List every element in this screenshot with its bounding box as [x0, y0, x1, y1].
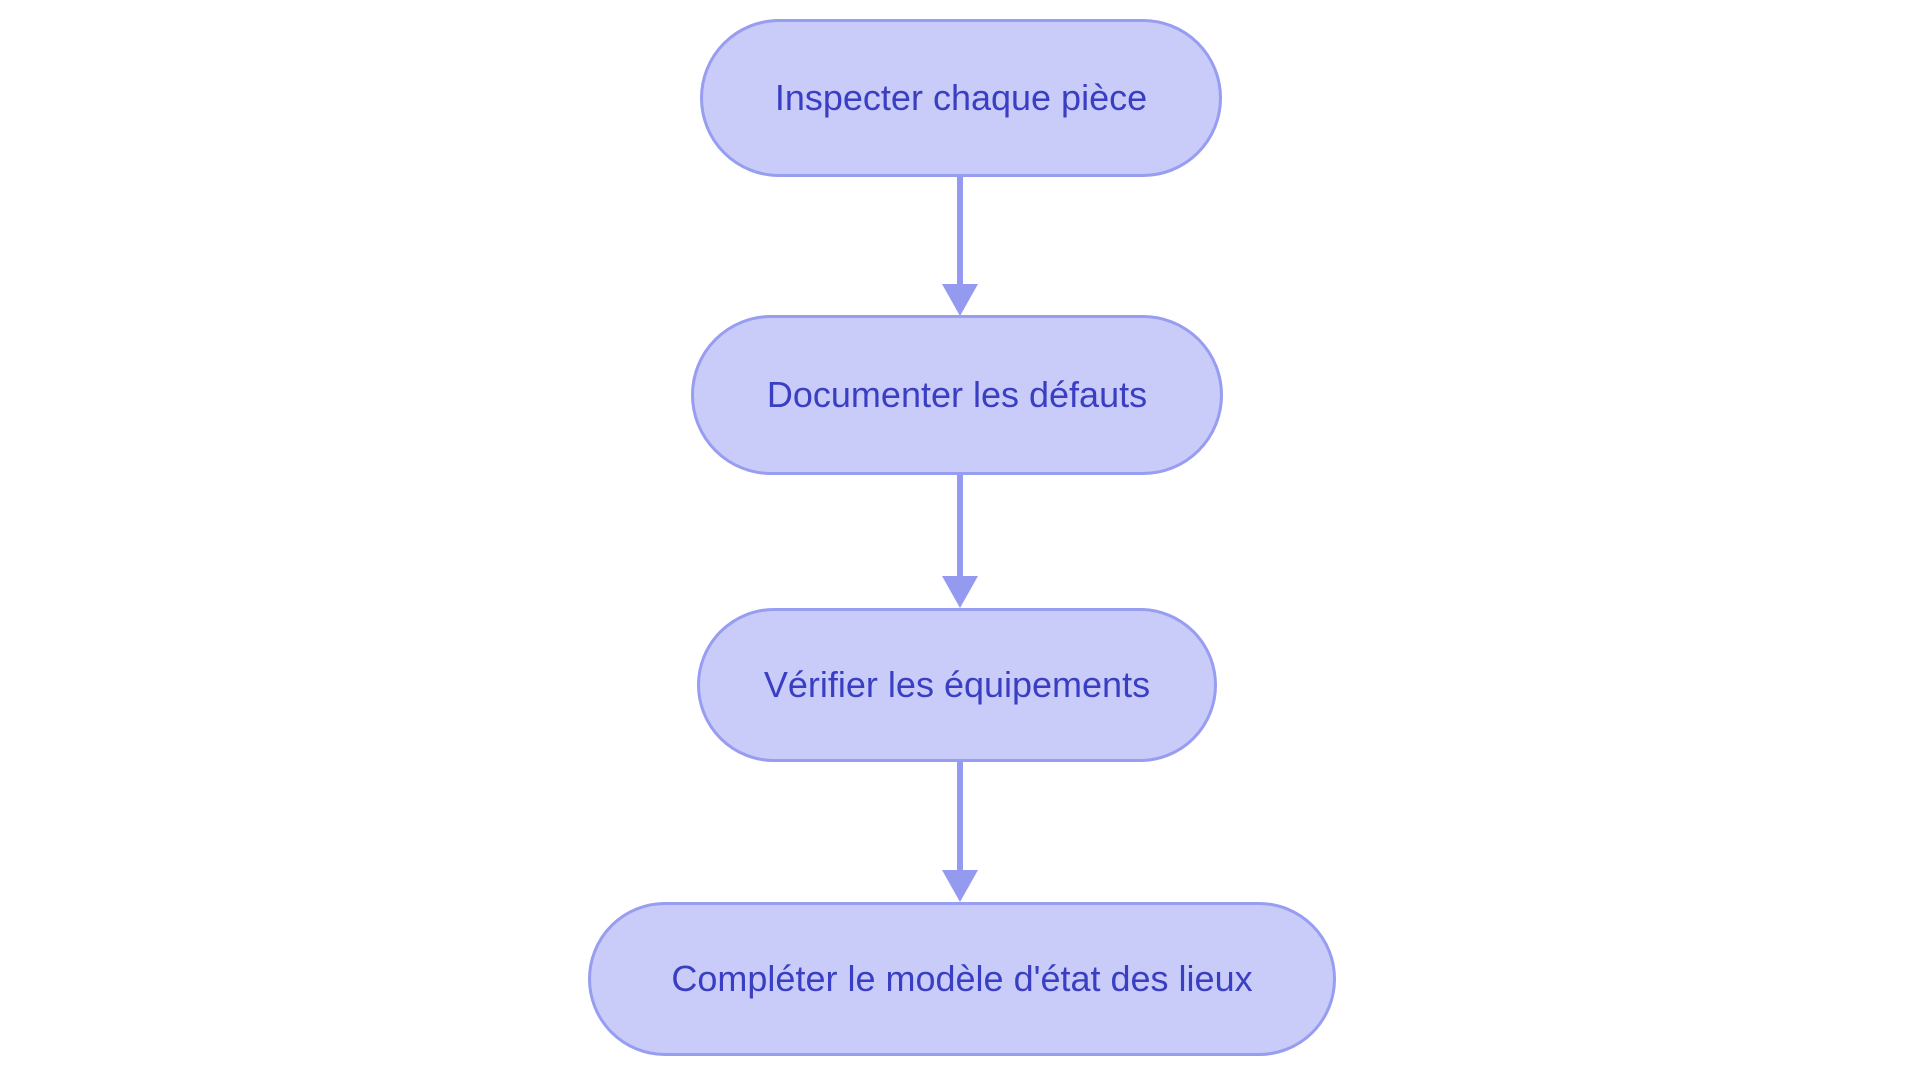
arrow-shaft — [957, 177, 963, 284]
flow-arrow-step-2-to-step-3 — [942, 475, 978, 608]
flow-arrow-step-3-to-step-4 — [942, 762, 978, 902]
arrow-shaft — [957, 762, 963, 870]
flow-node-step-3-label: Vérifier les équipements — [763, 664, 1151, 706]
flow-node-step-3: Vérifier les équipements — [697, 608, 1217, 762]
flow-node-step-1-label: Inspecter chaque pièce — [774, 77, 1148, 119]
flow-node-step-4: Compléter le modèle d'état des lieux — [588, 902, 1336, 1056]
flow-node-step-1: Inspecter chaque pièce — [700, 19, 1222, 177]
flow-node-step-2: Documenter les défauts — [691, 315, 1223, 475]
arrow-head-down-icon — [942, 576, 978, 608]
flow-node-step-4-label: Compléter le modèle d'état des lieux — [671, 958, 1253, 1000]
arrow-head-down-icon — [942, 284, 978, 316]
flow-node-step-2-label: Documenter les défauts — [766, 374, 1148, 416]
arrow-shaft — [957, 475, 963, 576]
arrow-head-down-icon — [942, 870, 978, 902]
flow-arrow-step-1-to-step-2 — [942, 177, 978, 316]
